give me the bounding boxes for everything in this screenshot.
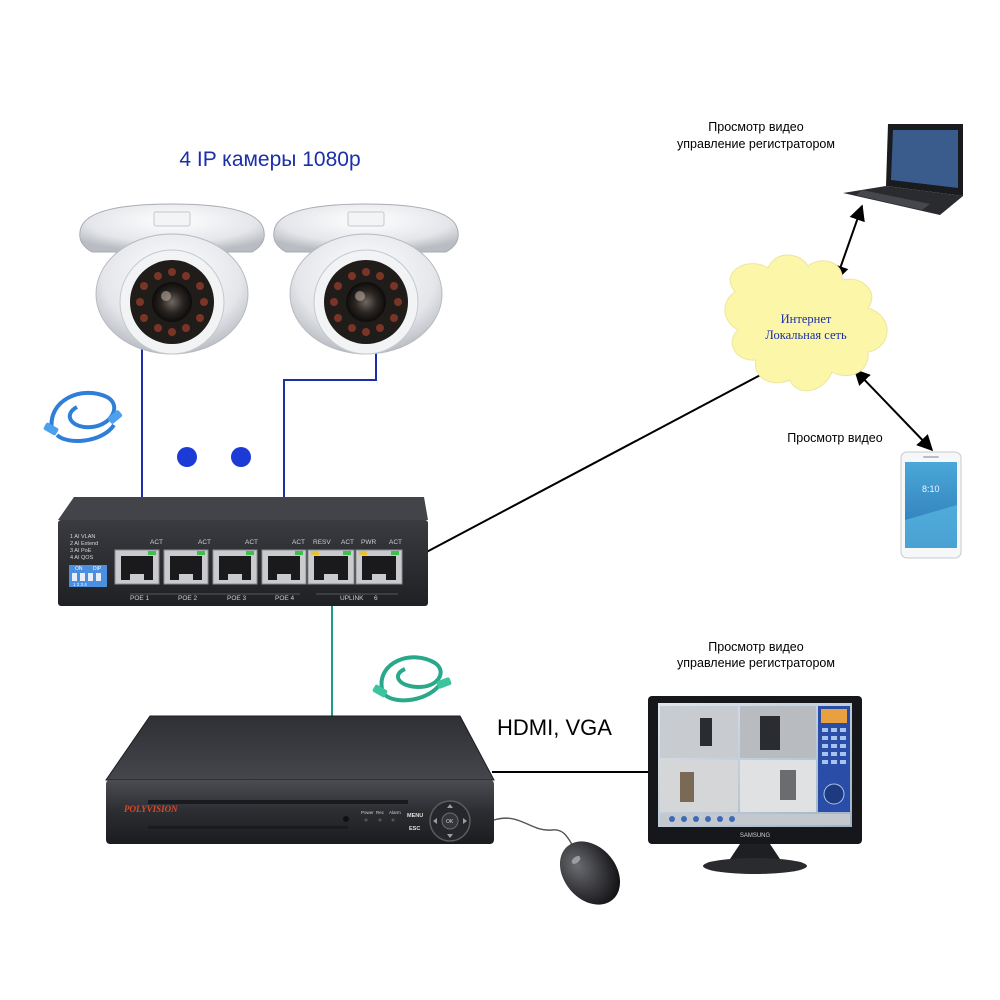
poe-port-3[interactable] <box>212 549 258 585</box>
nvr-indicators: Power Rec Alarm <box>361 810 401 822</box>
phone-caption: Просмотр видео <box>787 431 882 445</box>
poe-switch: 1 AI VLAN 2 AI Extend 3 AI PoE 4 AI QOS … <box>58 497 428 606</box>
port-top-labels: ACT ACT ACT ACT RESV ACT PWR ACT <box>150 539 402 546</box>
poe-port-4[interactable] <box>261 549 307 585</box>
ip-camera-2 <box>273 203 459 355</box>
port-bottom-label: 6 <box>374 595 378 602</box>
port-top-label: ACT <box>198 539 211 546</box>
uplink-port-5[interactable] <box>307 549 355 585</box>
port-top-label: ACT <box>389 539 402 546</box>
monitor-caption-line1: Просмотр видео <box>708 640 803 654</box>
laptop-link-arrow <box>833 204 865 282</box>
computer-mouse-icon <box>493 817 621 905</box>
monitor-caption-line2: управление регистратором <box>677 656 835 670</box>
nvr-ok-button[interactable]: OK <box>446 819 454 825</box>
more-cameras-dot-2 <box>231 447 251 467</box>
nvr-ir-sensor <box>343 816 349 822</box>
svg-text:8:10: 8:10 <box>922 484 940 494</box>
nvr-dpad[interactable]: OK <box>429 800 471 842</box>
camera-2-cable <box>283 350 377 552</box>
green-patch-cord-icon <box>372 655 452 703</box>
nvr-esc-button[interactable]: ESC <box>409 826 420 832</box>
nvr-indicator-label: Alarm <box>389 810 401 815</box>
nvr-menu-button[interactable]: MENU <box>407 813 423 819</box>
port-top-label: PWR <box>361 539 376 546</box>
smartphone-icon: 8:10 <box>900 451 962 559</box>
diagram-title: 4 IP камеры 1080p <box>179 148 360 171</box>
laptop-icon <box>843 124 963 215</box>
port-bottom-label: POE 3 <box>227 595 247 602</box>
dip-label: 2 AI Extend <box>70 541 98 547</box>
port-bottom-label: POE 4 <box>275 595 295 602</box>
port-top-label: ACT <box>341 539 354 546</box>
ethernet-ports <box>114 549 403 585</box>
cloud-label-internet: Интернет <box>781 312 832 326</box>
cloud-label-lan: Локальная сеть <box>765 328 847 342</box>
dip-label: 3 AI PoE <box>70 548 92 554</box>
poe-port-2[interactable] <box>163 549 209 585</box>
port-top-label: RESV <box>313 539 331 546</box>
phone-link-arrow <box>853 368 934 452</box>
port-top-label: ACT <box>292 539 305 546</box>
ip-camera-1 <box>79 203 265 355</box>
monitor-brand: SAMSUNG <box>740 833 771 839</box>
nvr-indicator-label: Power <box>361 810 374 815</box>
hdmi-vga-label: HDMI, VGA <box>497 715 612 740</box>
internet-link-arrow <box>401 362 785 566</box>
port-bottom-label: POE 1 <box>130 595 150 602</box>
port-bottom-label: POE 2 <box>178 595 198 602</box>
blue-patch-cord-icon <box>43 390 123 443</box>
laptop-caption-line2: управление регистратором <box>677 137 835 151</box>
dip-on-label: ON <box>75 566 83 572</box>
laptop-caption-line1: Просмотр видео <box>708 120 803 134</box>
port-bottom-label: UPLINK <box>340 595 364 602</box>
nvr-recorder: POLYVISION Power Rec Alarm MENU ESC OK <box>105 715 495 844</box>
uplink-port-6[interactable] <box>355 549 403 585</box>
dip-label: 1 AI VLAN <box>70 534 95 540</box>
dip-dip-label: DIP <box>93 566 102 572</box>
nvr-brand-logo: POLYVISION <box>124 804 178 814</box>
more-cameras-dot-1 <box>177 447 197 467</box>
port-top-label: ACT <box>245 539 258 546</box>
monitor: SAMSUNG <box>648 696 862 874</box>
port-bottom-labels: POE 1 POE 2 POE 3 POE 4 UPLINK 6 <box>130 595 378 602</box>
dip-numbers: 1 2 3 4 <box>73 582 87 587</box>
dip-switch-labels: 1 AI VLAN 2 AI Extend 3 AI PoE 4 AI QOS <box>70 534 98 561</box>
port-top-label: ACT <box>150 539 163 546</box>
poe-port-1[interactable] <box>114 549 160 585</box>
internet-cloud: Интернет Локальная сеть <box>724 254 888 392</box>
nvr-indicator-label: Rec <box>376 810 385 815</box>
dip-label: 4 AI QOS <box>70 555 94 561</box>
